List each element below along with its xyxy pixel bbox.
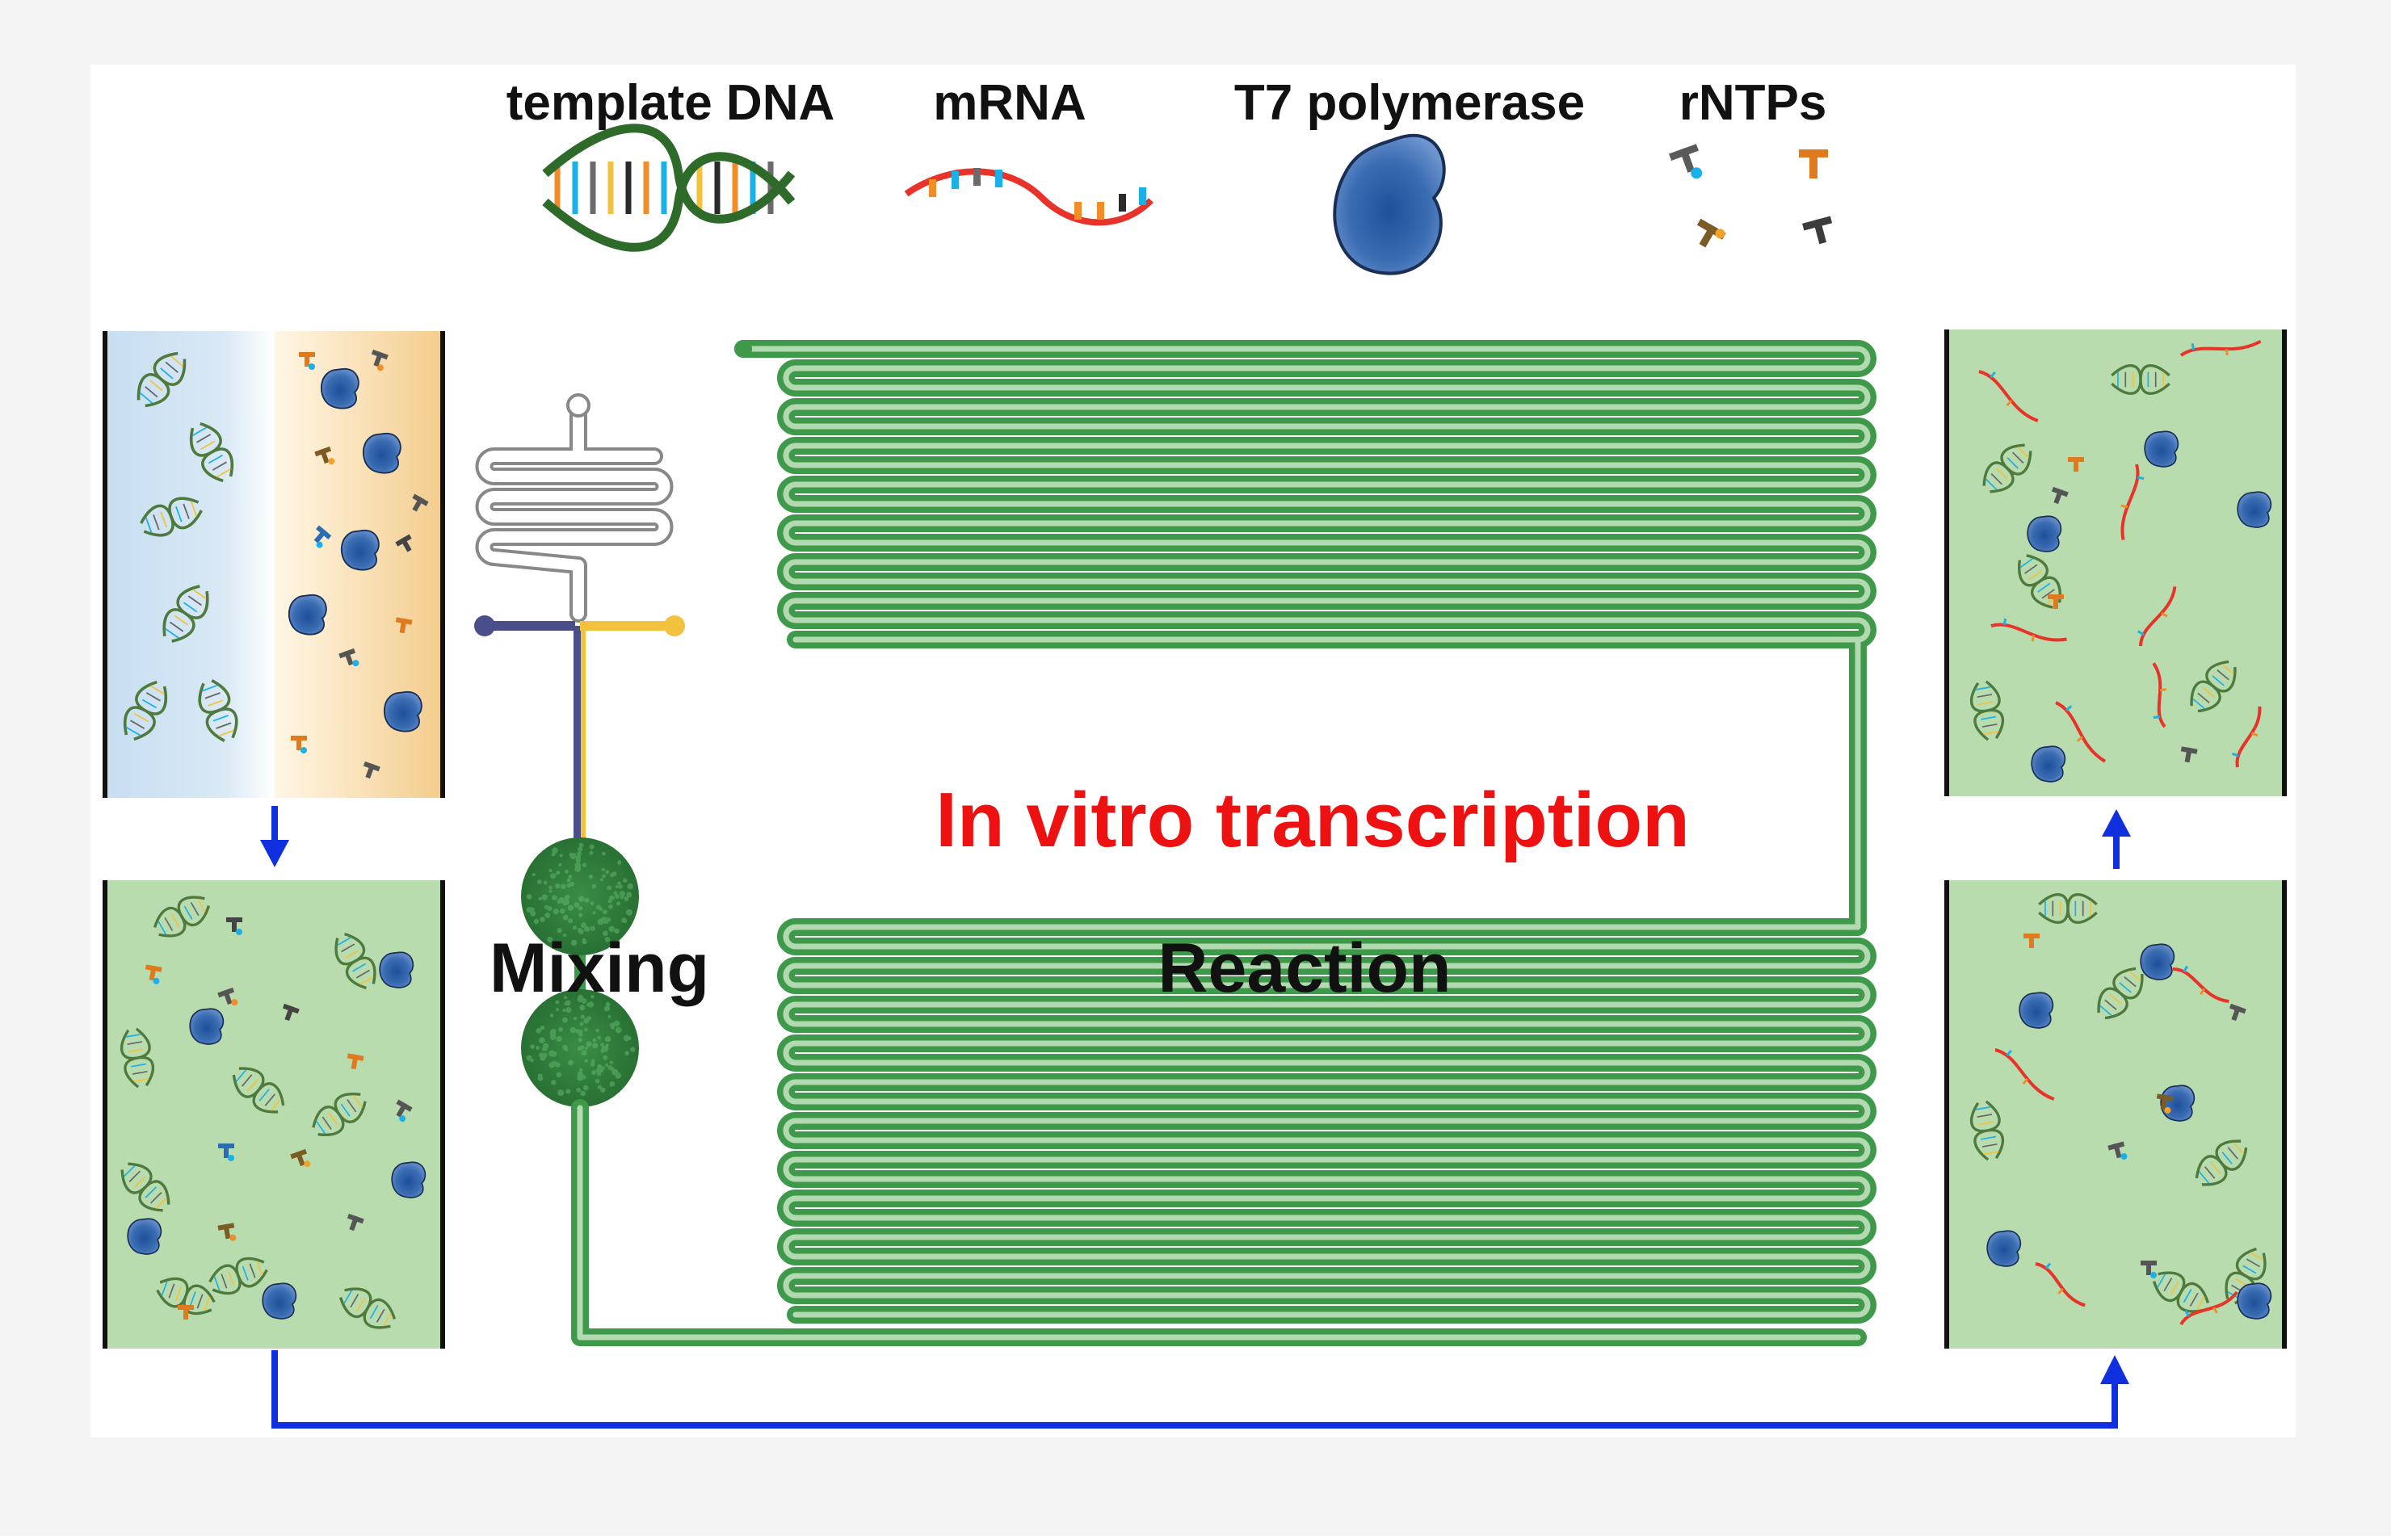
reaction-label: Reaction xyxy=(1158,929,1451,1007)
flow-arrows xyxy=(260,806,2131,1429)
panel-reaction-early xyxy=(1944,880,2287,1349)
legend: template DNA mRNA T7 polymerase rNTPs xyxy=(506,75,1833,275)
microfluidic-chip xyxy=(474,340,1876,1346)
arrow-bottom-loop xyxy=(271,1350,2129,1429)
mrna-icon xyxy=(904,168,1153,226)
panel-reagents-unmixed xyxy=(103,331,445,798)
inner-canvas xyxy=(90,65,2296,1437)
mixing-label: Mixing xyxy=(490,929,709,1007)
ivt-label: In vitro transcription xyxy=(935,777,1689,863)
inlet-channels xyxy=(474,615,685,872)
legend-rntps-label: rNTPs xyxy=(1679,75,1827,131)
rntps-icon xyxy=(1669,144,1833,248)
premixer-serpentine xyxy=(475,393,674,623)
t7-polymerase-icon xyxy=(1333,133,1446,275)
mixing-chambers xyxy=(521,837,639,1107)
legend-mrna-label: mRNA xyxy=(933,75,1086,131)
reaction-serpentine xyxy=(571,340,1876,1346)
panel-reaction-late xyxy=(1944,329,2287,796)
legend-polymerase-label: T7 polymerase xyxy=(1234,75,1585,131)
legend-template-dna-label: template DNA xyxy=(506,75,835,131)
panel-reagents-mixed xyxy=(103,880,445,1349)
arrow-up-right xyxy=(2102,809,2131,869)
template-dna-icon xyxy=(542,124,796,252)
arrow-down-left xyxy=(260,806,289,867)
